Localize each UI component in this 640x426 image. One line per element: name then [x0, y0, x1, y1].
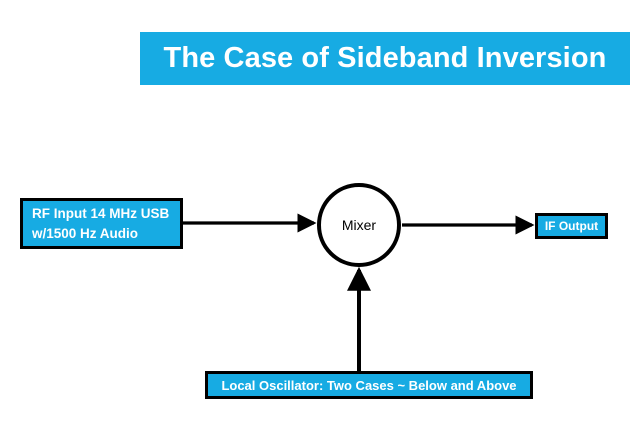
node-rf-input[interactable]: RF Input 14 MHz USB w/1500 Hz Audio [20, 198, 183, 249]
node-if-output-label: IF Output [544, 219, 599, 233]
node-local-oscillator[interactable]: Local Oscillator: Two Cases ~ Below and … [205, 371, 533, 399]
node-rf-input-label: RF Input 14 MHz USB w/1500 Hz Audio [32, 205, 170, 241]
page-title: The Case of Sideband Inversion [163, 42, 607, 74]
page-title-banner: The Case of Sideband Inversion [140, 32, 630, 85]
node-mixer[interactable]: Mixer [317, 183, 401, 267]
node-local-oscillator-label: Local Oscillator: Two Cases ~ Below and … [221, 377, 517, 393]
node-mixer-label: Mixer [341, 217, 377, 233]
node-if-output[interactable]: IF Output [535, 213, 608, 239]
